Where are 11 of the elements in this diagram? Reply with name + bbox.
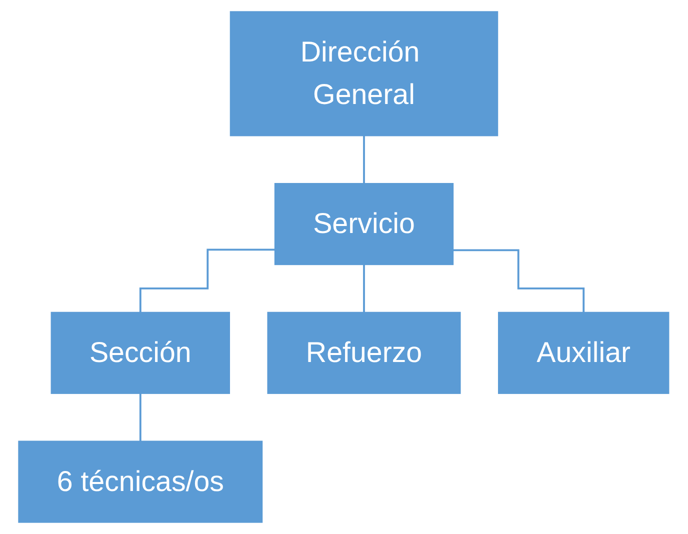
connector — [363, 134, 366, 184]
node-box: Servicio — [274, 182, 454, 266]
node-box: 6 técnicas/os — [18, 440, 263, 523]
connector — [453, 249, 585, 314]
node-box: Sección — [51, 312, 230, 394]
node-box: Dirección General — [230, 11, 498, 136]
connector — [140, 392, 142, 442]
node-box: Auxiliar — [498, 312, 670, 394]
connector — [140, 248, 276, 314]
node-box: Refuerzo — [268, 312, 462, 394]
connector — [363, 264, 366, 314]
